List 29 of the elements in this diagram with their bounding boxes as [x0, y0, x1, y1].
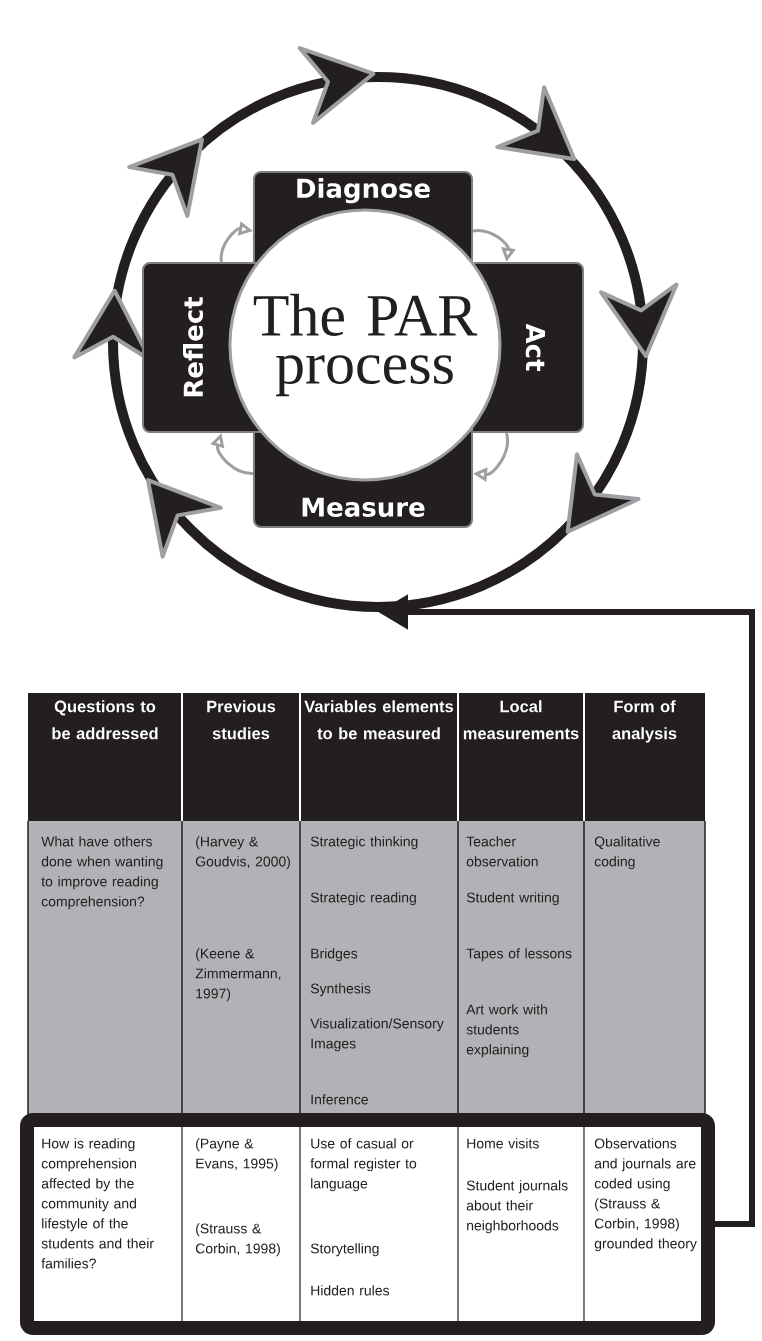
table-text: Synthesis — [310, 983, 371, 997]
table-text: How is reading comprehension affected by the community and lifestyle of the students and their families? — [41, 1138, 154, 1269]
table-text: Use of casual or formal register to language — [310, 1138, 417, 1192]
table-text: What have others done when wanting to improve reading comprehension? — [41, 836, 163, 910]
table-text: Strategic reading — [310, 892, 416, 906]
column-header: Local measurements — [463, 700, 579, 740]
table-text: (Keene & Zimmermann, 1997) — [195, 948, 281, 1002]
column-header: Questions to be addressed — [52, 700, 158, 740]
table-text: Inference — [311, 1094, 368, 1105]
table-text: Qualitative coding — [594, 836, 660, 870]
table-text: Storytelling — [310, 1243, 379, 1257]
table-text: Home visits — [467, 1138, 539, 1149]
table-text: Visualization/Sensory Images — [310, 1018, 444, 1052]
table-text: Bridges — [311, 948, 358, 962]
table-text: Tapes of lessons — [466, 948, 572, 962]
table-text: (Harvey & Goudvis, 2000) — [195, 836, 291, 870]
table-text: Teacher observation — [466, 836, 538, 867]
table-text: (Payne & Evans, 1995) — [196, 1138, 278, 1172]
table-text: Student journals about their neighborhoods — [466, 1180, 568, 1234]
table-text: Observations and journals are coded using (Strauss & Corbin, 1998) grounded theory — [594, 1138, 697, 1252]
column-header: Previous studies — [207, 700, 276, 740]
column-header: Form of analysis — [612, 700, 677, 743]
table-text: Hidden rules — [311, 1285, 390, 1296]
table-text: (Strauss & Corbin, 1998) — [195, 1223, 280, 1257]
column-header: Variables elements to be measured — [304, 700, 454, 740]
table-text: Strategic thinking — [310, 836, 418, 850]
table-text: Student writing — [466, 892, 559, 906]
table-row-frame — [20, 1113, 715, 1335]
table-text: Art work with students explaining — [466, 1004, 547, 1058]
